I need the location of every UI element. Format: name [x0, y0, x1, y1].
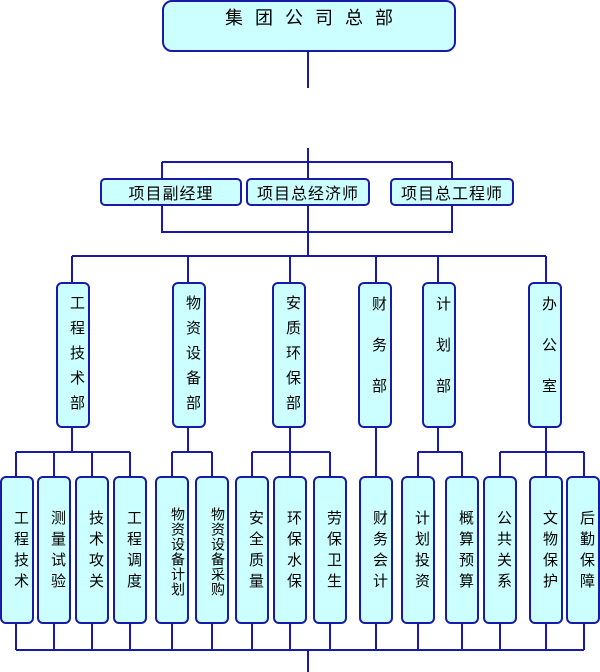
- node-sub-materials-purchase: 物资设备采购: [195, 476, 229, 624]
- node-sub-survey-testing: 测量试验: [37, 476, 71, 624]
- node-sub-label: 环保水保: [285, 510, 303, 594]
- node-sub-label: 劳保卫生: [325, 510, 343, 594]
- node-deputy-manager: 项目副经理: [100, 178, 242, 206]
- node-dept-engineering: 工程技术部: [56, 282, 90, 428]
- node-sub-label: 文物保护: [541, 510, 559, 594]
- node-sub-logistics: 后勤保障: [566, 476, 600, 624]
- node-sub-label: 技术攻关: [87, 510, 105, 594]
- connector-group-3: [251, 428, 331, 476]
- node-sub-environment-water: 环保水保: [273, 476, 307, 624]
- connector-group-2: [171, 428, 213, 476]
- node-chief-economist-label: 项目总经济师: [256, 184, 359, 203]
- connector-managers-drops: [161, 162, 453, 178]
- node-dept-office: 办公室: [528, 282, 562, 428]
- node-sub-label: 概算预算: [457, 510, 475, 594]
- node-sub-label: 物资设备计划: [169, 507, 185, 597]
- node-deputy-manager-label: 项目副经理: [128, 184, 214, 203]
- node-dept-planning-label: 计划部: [434, 295, 452, 419]
- connector-group-5: [417, 428, 463, 476]
- node-dept-materials: 物资设备部: [172, 282, 206, 428]
- node-sub-label: 计划投资: [413, 510, 431, 594]
- node-sub-public-relations: 公共关系: [483, 476, 517, 624]
- node-headquarters: 集团公司总部: [162, 0, 456, 52]
- node-sub-safety-quality: 安全质量: [235, 476, 269, 624]
- node-dept-planning: 计划部: [422, 282, 456, 428]
- connector-group-1: [15, 428, 131, 476]
- node-sub-label: 公共关系: [495, 510, 513, 594]
- node-sub-label: 财务会计: [371, 510, 389, 594]
- node-sub-label: 工程调度: [125, 510, 143, 594]
- node-sub-label: 测量试验: [49, 510, 67, 594]
- node-sub-heritage-protection: 文物保护: [529, 476, 563, 624]
- node-dept-safety-label: 安质环保部: [284, 294, 302, 420]
- node-dept-materials-label: 物资设备部: [184, 294, 202, 420]
- node-sub-budget-estimate: 概算预算: [445, 476, 479, 624]
- node-chief-engineer-label: 项目总工程师: [400, 184, 503, 203]
- node-sub-labor-health: 劳保卫生: [313, 476, 347, 624]
- node-dept-engineering-label: 工程技术部: [68, 294, 86, 420]
- node-headquarters-label: 集团公司总部: [225, 8, 405, 29]
- connector-bottom-drops: [15, 624, 585, 650]
- node-chief-economist: 项目总经济师: [246, 178, 370, 206]
- node-sub-materials-plan: 物资设备计划: [155, 476, 189, 624]
- node-sub-label: 物资设备采购: [209, 507, 225, 597]
- node-chief-engineer: 项目总工程师: [390, 178, 514, 206]
- node-dept-finance-label: 财务部: [370, 295, 388, 419]
- node-sub-tech-research: 技术攻关: [75, 476, 109, 624]
- node-dept-safety: 安质环保部: [272, 282, 306, 428]
- node-sub-label: 工程技术: [12, 510, 30, 594]
- node-dept-office-label: 办公室: [540, 295, 558, 419]
- node-sub-label: 后勤保障: [578, 510, 596, 594]
- node-sub-finance-accounting: 财务会计: [359, 476, 393, 624]
- node-sub-label: 安全质量: [247, 510, 265, 594]
- node-sub-engineering-dispatch: 工程调度: [113, 476, 147, 624]
- node-sub-engineering-tech: 工程技术: [0, 476, 34, 624]
- node-dept-finance: 财务部: [358, 282, 392, 428]
- connector-group-6: [499, 428, 585, 476]
- node-sub-plan-investment: 计划投资: [401, 476, 435, 624]
- connector-departments-drops: [71, 256, 547, 282]
